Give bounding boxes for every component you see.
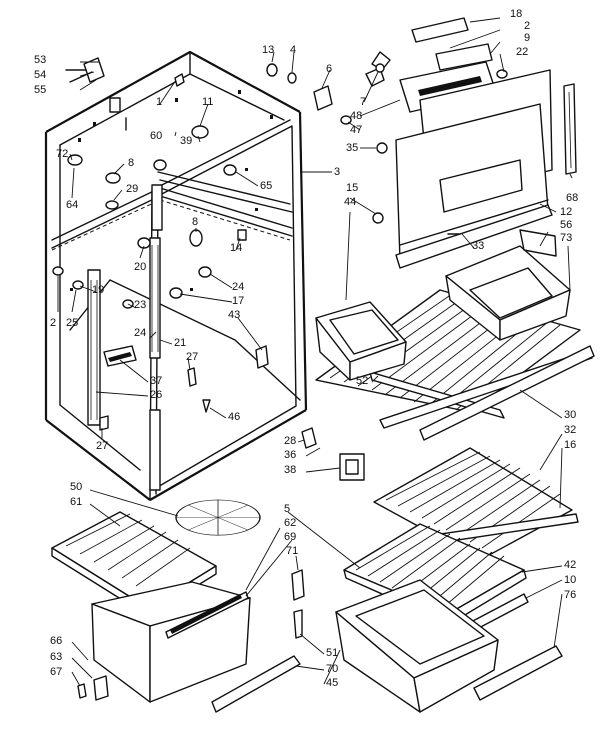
part-label-12: 12 [560,206,573,218]
part-label-17: 17 [232,295,245,307]
cabinet-liner [44,50,308,501]
part-label-48: 48 [350,110,363,122]
part-label-8-lower: 8 [192,216,199,228]
part-label-76: 76 [564,589,577,601]
part-label-61: 61 [70,496,83,508]
part-label-11: 11 [202,96,214,108]
part-label-45: 45 [326,677,339,689]
part-label-27: 27 [186,351,199,363]
part-label-43: 43 [228,309,241,321]
part-label-35: 35 [346,142,359,154]
part-label-28: 28 [284,435,297,447]
part-label-24-lower: 24 [134,327,147,339]
part-label-66: 66 [50,635,63,647]
part-label-24: 24 [232,281,245,293]
part-label-33: 33 [472,240,485,252]
part-label-25: 25 [66,317,79,329]
part-label-73: 73 [560,232,573,244]
part-label-29: 29 [126,183,139,195]
part-label-19: 19 [92,284,105,296]
part-label-27-lower: 27 [96,440,109,452]
part-label-5: 5 [284,503,291,515]
part-label-6: 6 [326,63,333,75]
part-label-8: 8 [128,157,135,169]
part-label-68: 68 [566,192,579,204]
part-label-2: 2 [524,20,531,32]
evaporator-fan-assembly [266,17,553,269]
part-label-62: 62 [284,517,297,529]
part-label-47: 47 [350,124,363,136]
part-label-70: 70 [326,663,339,675]
part-label-15: 15 [346,182,359,194]
upper-shelf-assembly [315,229,595,441]
part-label-4: 4 [290,44,297,56]
part-label-42: 42 [564,559,577,571]
part-label-64: 64 [66,199,79,211]
part-label-3: 3 [334,166,341,178]
part-label-54: 54 [34,69,47,81]
part-label-46: 46 [228,411,241,423]
part-label-7: 7 [360,96,367,108]
part-label-71: 71 [286,545,299,557]
part-label-9: 9 [524,32,531,44]
part-label-60: 60 [150,130,163,142]
part-label-53: 53 [34,54,47,66]
part-label-72: 72 [56,148,69,160]
part-label-10: 10 [564,574,577,586]
leader-lines [57,17,573,687]
part-label-65: 65 [260,180,273,192]
part-label-30: 30 [564,409,577,421]
part-label-13: 13 [262,44,275,56]
part-label-52: 52 [356,375,369,387]
part-label-69: 69 [284,531,297,543]
vertical-trim-strip [563,83,577,175]
part-label-55: 55 [34,84,47,96]
part-label-22: 22 [516,46,529,58]
part-label-20: 20 [134,261,147,273]
part-label-44: 44 [344,196,357,208]
part-label-51: 51 [326,647,339,659]
cabinet-hardware [52,57,269,431]
lower-shelf-assembly [335,447,579,713]
left-drawer-assembly [51,427,365,713]
part-label-37: 37 [150,375,163,387]
part-label-32: 32 [564,424,577,436]
part-label-14: 14 [230,242,243,254]
part-label-36: 36 [284,449,297,461]
part-label-2-left: 2 [50,317,57,329]
part-label-1: 1 [156,96,163,108]
part-label-39: 39 [180,135,193,147]
part-label-56: 56 [560,219,573,231]
part-label-67: 67 [50,666,63,678]
part-label-26: 26 [150,389,163,401]
part-label-21: 21 [174,337,187,349]
part-label-38: 38 [284,464,297,476]
part-label-18: 18 [510,8,523,20]
part-label-16: 16 [564,439,577,451]
part-label-23: 23 [134,299,147,311]
part-label-63: 63 [50,651,63,663]
part-label-50: 50 [70,481,83,493]
